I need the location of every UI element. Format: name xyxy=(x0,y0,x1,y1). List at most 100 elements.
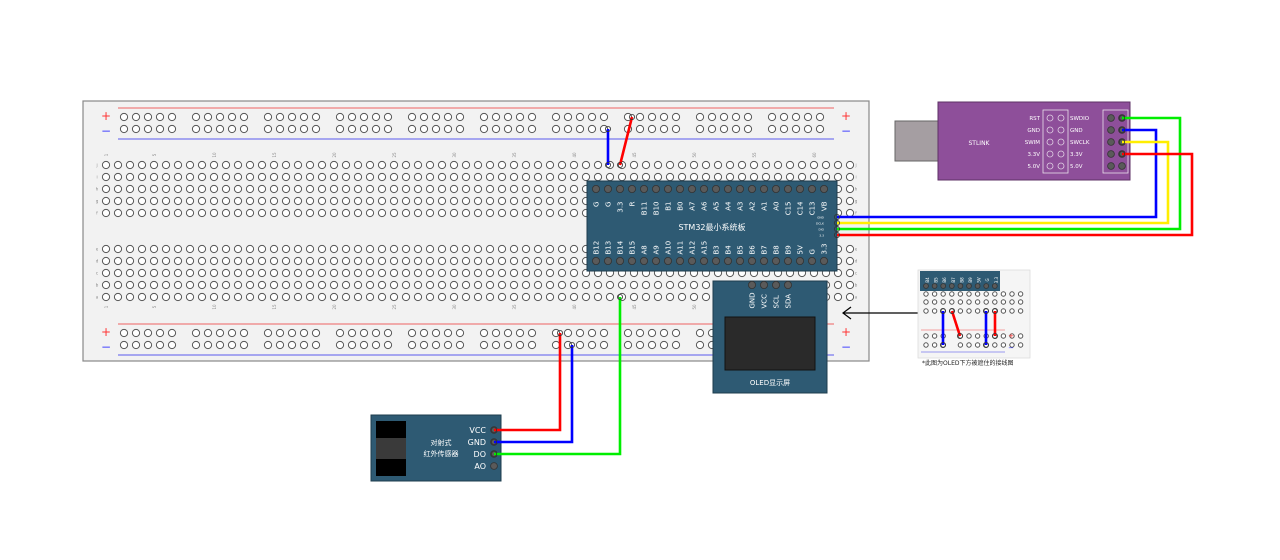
stm32-top-pin-label: 3.3 xyxy=(617,202,625,213)
bottom-plus-left: + xyxy=(101,325,111,339)
stm32-top-pin xyxy=(736,184,745,193)
breadboard-hole xyxy=(437,160,447,170)
breadboard-hole xyxy=(461,184,471,194)
breadboard-hole xyxy=(569,292,579,302)
power-rail-hole xyxy=(119,112,129,122)
power-rail-hole xyxy=(515,112,525,122)
power-rail-hole xyxy=(635,340,645,350)
power-rail-hole xyxy=(443,112,453,122)
inset-hole xyxy=(1009,291,1015,297)
breadboard-hole xyxy=(533,160,543,170)
stlink-header-pin xyxy=(1107,114,1115,122)
column-number: 1 xyxy=(104,153,109,156)
breadboard-hole xyxy=(497,244,507,254)
breadboard-hole xyxy=(557,256,567,266)
breadboard-hole xyxy=(401,196,411,206)
breadboard-hole xyxy=(533,172,543,182)
breadboard-hole xyxy=(257,184,267,194)
stlink-left-label: 3.3V xyxy=(1027,152,1040,158)
breadboard-hole xyxy=(521,268,531,278)
power-rail-hole xyxy=(347,328,357,338)
stm32-top-pin-label: G xyxy=(605,202,613,207)
stm32-bottom-pin-label: B9 xyxy=(785,245,793,254)
power-rail-hole xyxy=(527,328,537,338)
breadboard-hole xyxy=(317,268,327,278)
breadboard-hole xyxy=(833,292,843,302)
power-rail-hole xyxy=(143,340,153,350)
breadboard-hole xyxy=(341,256,351,266)
breadboard-hole xyxy=(113,292,123,302)
stm32-top-pin xyxy=(676,184,685,193)
breadboard-hole xyxy=(629,160,639,170)
breadboard-hole xyxy=(653,280,663,290)
breadboard-hole xyxy=(185,292,195,302)
power-rail-hole xyxy=(215,124,225,134)
sensor-pin-label: DO xyxy=(474,450,486,459)
breadboard-hole xyxy=(161,292,171,302)
stm32-bottom-pin-label: 5V xyxy=(797,245,805,254)
breadboard-hole xyxy=(845,160,855,170)
breadboard-hole xyxy=(185,280,195,290)
breadboard-hole xyxy=(125,244,135,254)
breadboard-hole xyxy=(197,292,207,302)
breadboard-hole xyxy=(545,268,555,278)
breadboard-hole xyxy=(629,280,639,290)
column-number: 40 xyxy=(572,152,577,158)
wire-end xyxy=(629,114,636,121)
inset-hole xyxy=(957,299,964,305)
row-label: h xyxy=(855,187,858,192)
breadboard-hole xyxy=(785,160,795,170)
stm32-bottom-pin xyxy=(736,256,745,265)
inset-hole xyxy=(957,291,964,297)
row-label: a xyxy=(855,295,858,300)
stm32-bottom-pin xyxy=(712,256,721,265)
power-rail-hole xyxy=(407,124,417,134)
breadboard-hole xyxy=(473,172,483,182)
sensor-pin-label: VCC xyxy=(469,426,486,435)
wire-end xyxy=(605,126,612,133)
breadboard-hole xyxy=(845,184,855,194)
inset-pin xyxy=(974,283,981,289)
breadboard-hole xyxy=(665,160,675,170)
breadboard-hole xyxy=(509,196,519,206)
inset-hole xyxy=(923,333,929,339)
breadboard-hole xyxy=(137,172,147,182)
inset-hole xyxy=(966,299,972,305)
stm32-top-pin xyxy=(688,184,697,193)
breadboard-hole xyxy=(377,280,387,290)
power-rail-hole xyxy=(347,124,357,134)
breadboard-hole xyxy=(293,256,303,266)
breadboard-hole xyxy=(353,160,363,170)
column-number: 35 xyxy=(512,152,517,158)
breadboard-hole xyxy=(221,172,231,182)
breadboard-hole xyxy=(161,196,171,206)
breadboard-hole xyxy=(545,196,555,206)
stm32-top-pin xyxy=(784,184,793,193)
breadboard-hole xyxy=(701,172,711,182)
power-rail-hole xyxy=(275,328,285,338)
wire-sensor-do xyxy=(494,297,622,456)
stm32-bottom-pin xyxy=(688,256,697,265)
power-rail-hole xyxy=(203,124,213,134)
power-rail-hole xyxy=(575,328,585,338)
breadboard-hole xyxy=(665,172,675,182)
breadboard-hole xyxy=(221,160,231,170)
breadboard-hole xyxy=(257,256,267,266)
power-rail-hole xyxy=(383,124,393,134)
stm32-bottom-pin-label: B12 xyxy=(593,241,601,255)
power-rail-hole xyxy=(659,328,669,338)
breadboard-hole xyxy=(365,196,375,206)
inset-hole xyxy=(974,291,981,297)
inset-hole xyxy=(940,299,946,305)
breadboard-hole xyxy=(329,196,339,206)
breadboard-hole xyxy=(773,172,783,182)
breadboard-hole xyxy=(161,280,171,290)
wire-end xyxy=(569,341,576,348)
power-rail-hole xyxy=(239,328,249,338)
breadboard-hole xyxy=(413,256,423,266)
breadboard-hole xyxy=(365,160,375,170)
stlink-right-label: SWDIO xyxy=(1070,116,1090,122)
breadboard-hole xyxy=(593,292,603,302)
power-rail-hole xyxy=(479,340,489,350)
breadboard-hole xyxy=(677,160,687,170)
